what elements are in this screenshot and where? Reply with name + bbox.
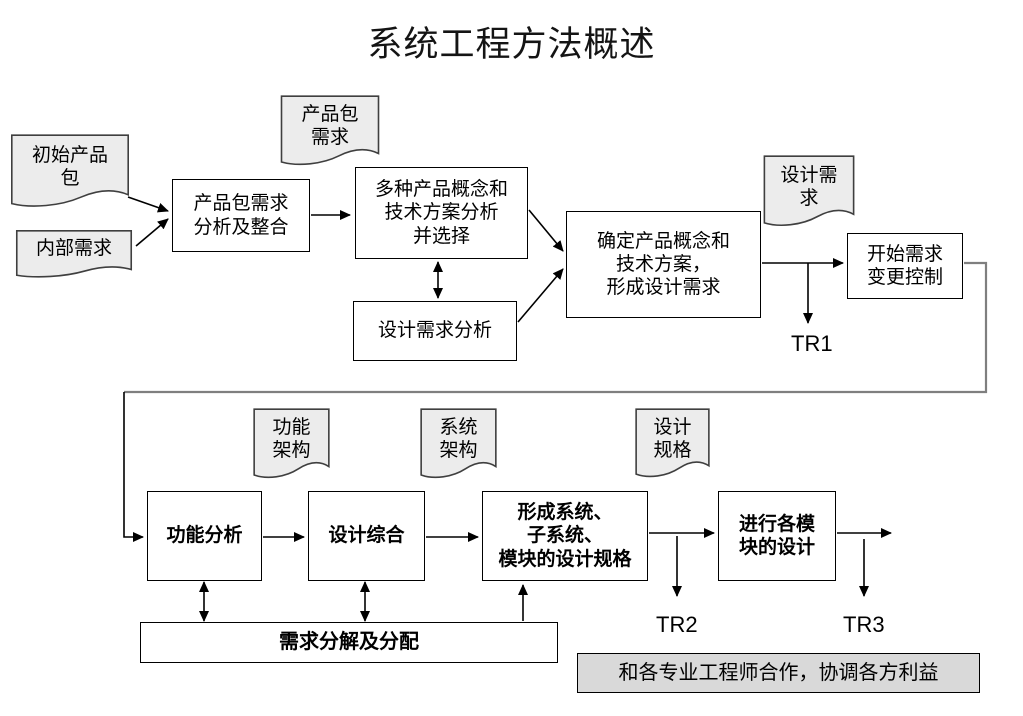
box-confirm-concept: 确定产品概念和 技术方案， 形成设计需求 [566, 211, 761, 318]
document-shape [420, 408, 497, 485]
connector-arrow-5 [517, 268, 564, 323]
doc-system-architecture: 系统 架构 [420, 408, 497, 485]
doc-initial-product-package-label: 初始产品 包 [31, 144, 108, 189]
doc-initial-product-package: 初始产品 包 [10, 134, 130, 214]
document-shape [253, 408, 330, 485]
connector-arrow-0 [127, 196, 169, 213]
box-module-design: 进行各模 块的设计 [718, 491, 836, 581]
box-design-req-analysis: 设计需求分析 [353, 301, 517, 361]
box-multi-concept-analysis-label: 多种产品概念和 技术方案分析 并选择 [374, 179, 508, 247]
doc-functional-architecture-label: 功能 架构 [272, 417, 311, 461]
connector-arrow-4 [528, 209, 564, 252]
box-design-req-analysis-label: 设计需求分析 [377, 320, 492, 342]
connector-arrow-9 [123, 392, 144, 542]
box-req-decomposition-label: 需求分解及分配 [279, 631, 419, 654]
box-form-design-spec-label: 形成系统、 子系统、 模块的设计规格 [498, 502, 632, 570]
box-functional-analysis-label: 功能分析 [166, 525, 243, 547]
doc-design-requirements: 设计需 求 [763, 155, 855, 233]
doc-design-specification: 设计 规格 [635, 408, 710, 484]
document-shape [635, 408, 710, 484]
slide-title: 系统工程方法概述 [367, 25, 656, 64]
box-confirm-concept-label: 确定产品概念和 技术方案， 形成设计需求 [596, 230, 730, 299]
doc-design-specification-label: 设计 规格 [653, 416, 692, 461]
doc-system-architecture-label: 系统 架构 [439, 417, 478, 461]
box-start-change-control: 开始需求 变更控制 [847, 233, 963, 299]
document-shape [15, 230, 133, 282]
tr3-label: TR3 [843, 612, 885, 637]
doc-internal-requirements-label: 内部需求 [35, 238, 112, 260]
document-shape [10, 134, 130, 214]
tr2-label: TR2 [656, 612, 698, 637]
box-start-change-control-label: 开始需求 变更控制 [866, 243, 943, 288]
box-design-synthesis-label: 设计综合 [328, 525, 405, 547]
box-collaboration-banner-label: 和各专业工程师合作，协调各方利益 [618, 661, 939, 684]
box-collaboration-banner: 和各专业工程师合作，协调各方利益 [577, 653, 980, 693]
doc-product-package-requirements-label: 产品包 需求 [301, 104, 359, 148]
document-shape [280, 95, 380, 172]
doc-design-requirements-label: 设计需 求 [780, 164, 838, 209]
tr1-label: TR1 [791, 331, 833, 356]
doc-product-package-requirements: 产品包 需求 [280, 95, 380, 172]
box-req-decomposition: 需求分解及分配 [140, 622, 558, 663]
box-functional-analysis: 功能分析 [147, 491, 262, 581]
box-multi-concept-analysis: 多种产品概念和 技术方案分析 并选择 [355, 167, 528, 259]
connector-arrow-1 [135, 218, 169, 247]
box-design-synthesis: 设计综合 [308, 491, 425, 581]
document-shape [763, 155, 855, 233]
doc-functional-architecture: 功能 架构 [253, 408, 330, 485]
doc-internal-requirements: 内部需求 [15, 230, 133, 282]
box-product-package-req-analysis: 产品包需求 分析及整合 [172, 179, 310, 252]
box-product-package-req-analysis-label: 产品包需求 分析及整合 [193, 193, 289, 238]
box-form-design-spec: 形成系统、 子系统、 模块的设计规格 [482, 491, 648, 581]
box-module-design-label: 进行各模 块的设计 [738, 513, 815, 558]
